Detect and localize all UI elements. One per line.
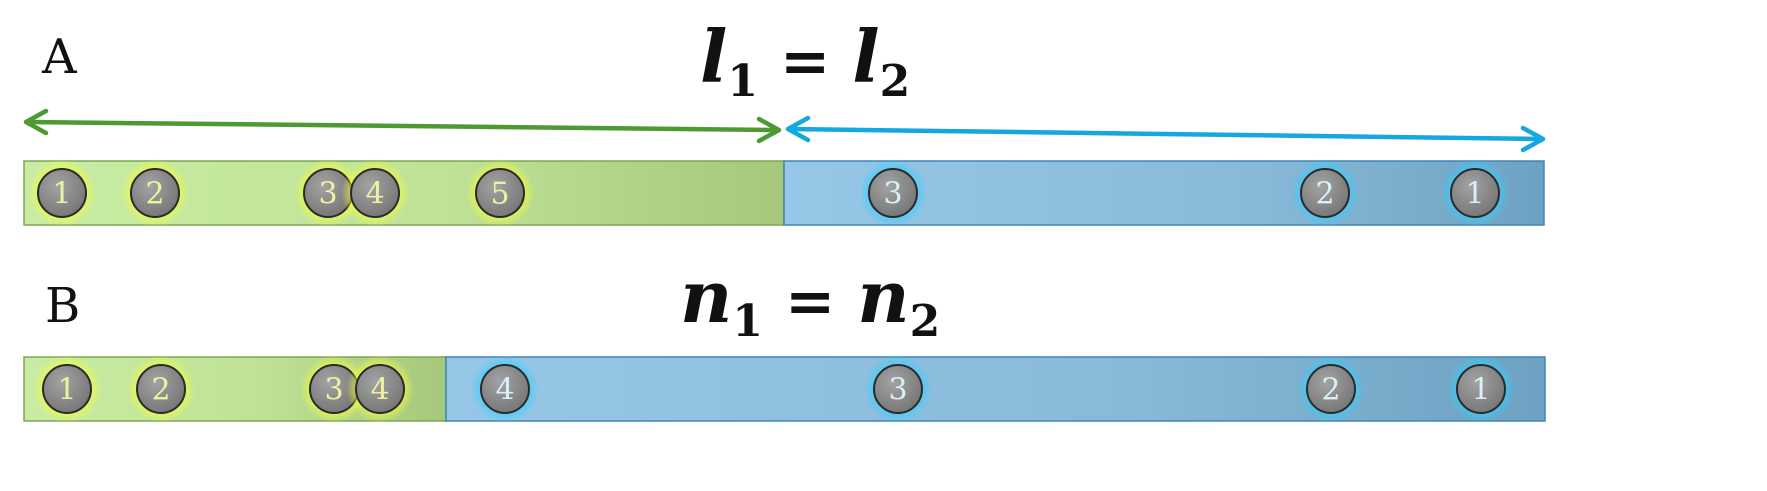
bead-label: 3 — [324, 373, 343, 408]
bead-circle — [1456, 364, 1506, 414]
equation-a-sub2: 2 — [880, 56, 911, 107]
bead-circle — [37, 168, 87, 218]
bead-label: 4 — [365, 177, 384, 212]
equation-a-sub1: 1 — [727, 56, 758, 107]
bead-label: 2 — [1315, 177, 1334, 212]
equation-b-sub2: 2 — [910, 296, 941, 347]
bead-green-2: 2 — [121, 159, 189, 227]
segment-bar-blue-b — [445, 356, 1546, 422]
bead-circle — [868, 168, 918, 218]
bead-circle — [355, 364, 405, 414]
bead-circle — [480, 364, 530, 414]
bead-label: 2 — [1321, 373, 1340, 408]
bead-blue-4: 4 — [471, 355, 539, 423]
equation-a-var1: l — [700, 14, 727, 99]
bead-label: 3 — [883, 177, 902, 212]
panel-letter-b: B — [45, 278, 80, 334]
bead-label: 5 — [490, 177, 509, 212]
length-arrow-blue — [785, 115, 1546, 153]
bead-circle — [1306, 364, 1356, 414]
bead-blue-3: 3 — [864, 355, 932, 423]
bead-circle — [873, 364, 923, 414]
bead-circle — [1450, 168, 1500, 218]
bead-label: 1 — [1465, 177, 1484, 212]
bead-circle — [475, 168, 525, 218]
length-arrow-green — [23, 108, 782, 144]
equation-a: l1=l2 — [700, 14, 910, 107]
bead-circle — [350, 168, 400, 218]
bead-circle — [1300, 168, 1350, 218]
bead-circle — [130, 168, 180, 218]
bead-label: 3 — [888, 373, 907, 408]
bead-green-4: 4 — [346, 355, 414, 423]
equation-b-sub1: 1 — [732, 296, 763, 347]
bead-label: 1 — [57, 373, 76, 408]
equation-a-var2: l — [852, 14, 879, 99]
bead-circle — [42, 364, 92, 414]
equation-a-operator: = — [780, 27, 830, 97]
bead-green-3: 3 — [294, 159, 362, 227]
bead-label: 4 — [370, 373, 389, 408]
equation-b-var1: n — [680, 254, 732, 339]
bead-circle — [136, 364, 186, 414]
bead-green-1: 1 — [33, 355, 101, 423]
equation-b-operator: = — [785, 267, 835, 337]
bead-blue-2: 2 — [1297, 355, 1365, 423]
bead-blue-1: 1 — [1441, 159, 1509, 227]
bead-label: 1 — [1471, 373, 1490, 408]
bead-label: 2 — [145, 177, 164, 212]
equation-b-var2: n — [857, 254, 909, 339]
bead-label: 2 — [151, 373, 170, 408]
bead-green-2: 2 — [127, 355, 195, 423]
bead-green-4: 4 — [341, 159, 409, 227]
bead-green-1: 1 — [28, 159, 96, 227]
bead-blue-1: 1 — [1447, 355, 1515, 423]
bead-label: 3 — [318, 177, 337, 212]
bead-green-5: 5 — [466, 159, 534, 227]
bead-label: 1 — [52, 177, 71, 212]
bead-blue-2: 2 — [1291, 159, 1359, 227]
bead-blue-3: 3 — [859, 159, 927, 227]
bead-label: 4 — [495, 373, 514, 408]
panel-letter-a: A — [41, 29, 78, 85]
equation-b: n1=n2 — [680, 254, 940, 347]
